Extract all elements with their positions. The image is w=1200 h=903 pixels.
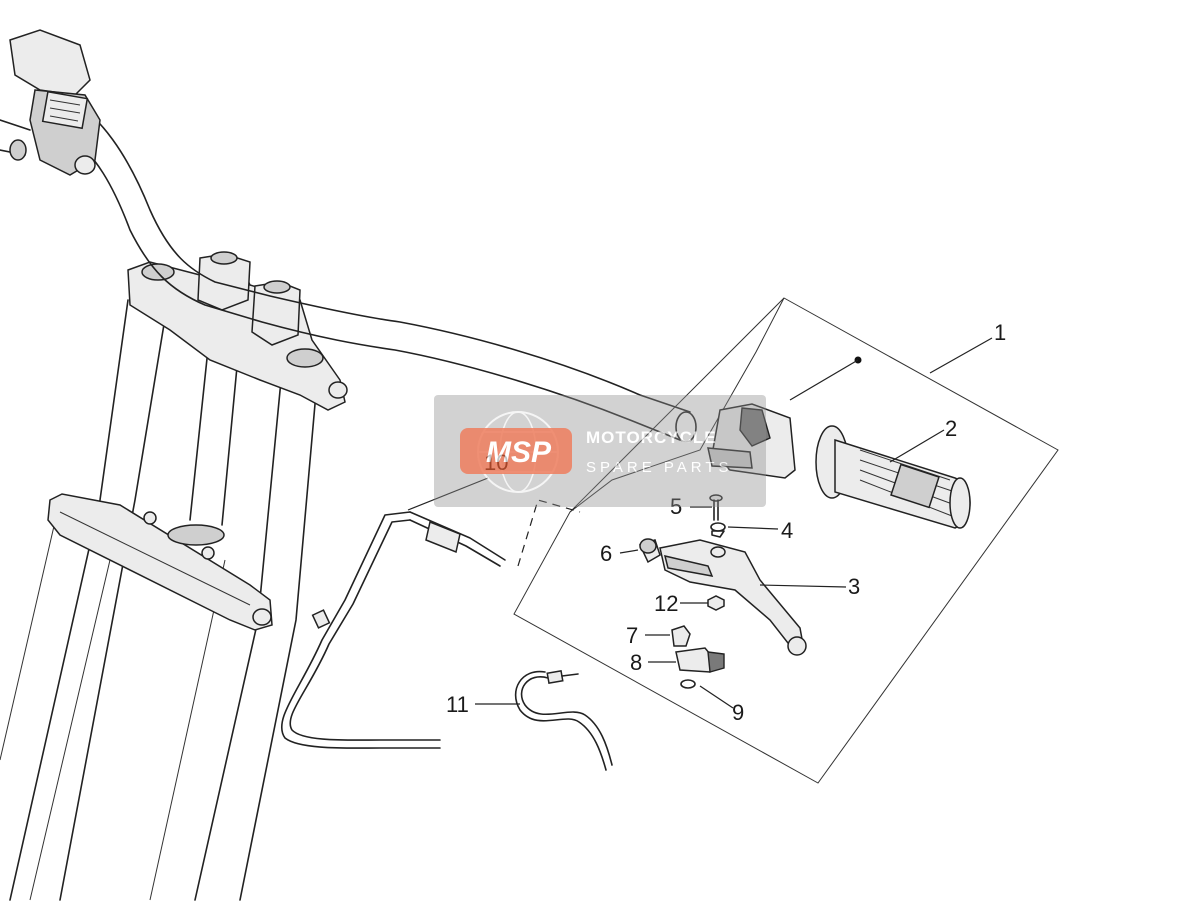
lock-nut xyxy=(707,595,725,611)
callout-labels: 1 2 3 4 5 6 7 8 9 10 11 12 xyxy=(446,320,1006,725)
callout-2: 2 xyxy=(945,416,957,441)
switch-wire xyxy=(514,669,613,771)
watermark-subtitle: SPARE PARTS xyxy=(586,459,733,476)
lever-bracket xyxy=(707,356,862,479)
brake-master-cylinder xyxy=(0,29,101,176)
callout-8: 8 xyxy=(630,650,642,675)
callout-3: 3 xyxy=(848,574,860,599)
rubber-cap xyxy=(671,625,691,647)
leader-lines xyxy=(407,337,993,709)
watermark-logo-box xyxy=(460,428,572,474)
clutch-cable xyxy=(280,499,581,749)
hand-grip xyxy=(815,425,971,529)
callout-12: 12 xyxy=(654,591,678,616)
callout-5: 5 xyxy=(670,494,682,519)
handlebar xyxy=(59,94,697,443)
lever-switch xyxy=(675,647,725,673)
callout-11: 11 xyxy=(446,692,469,717)
kit-outline xyxy=(513,297,1059,784)
cable-adjuster xyxy=(638,538,661,564)
washer xyxy=(680,679,696,689)
clutch-lever xyxy=(659,539,807,656)
callout-4: 4 xyxy=(781,518,793,543)
front-fork xyxy=(0,251,348,901)
callout-7: 7 xyxy=(626,623,638,648)
watermark-brand: MOTORCYCLE xyxy=(586,428,717,447)
watermark: MSP MOTORCYCLE SPARE PARTS xyxy=(434,395,766,507)
watermark-logo-text: MSP xyxy=(486,436,552,469)
callout-9: 9 xyxy=(732,700,744,725)
callout-1: 1 xyxy=(994,320,1006,345)
spring-clip xyxy=(710,522,726,538)
kit-outline-link xyxy=(569,297,785,513)
pivot-bolt xyxy=(709,494,723,521)
callout-6: 6 xyxy=(600,541,612,566)
